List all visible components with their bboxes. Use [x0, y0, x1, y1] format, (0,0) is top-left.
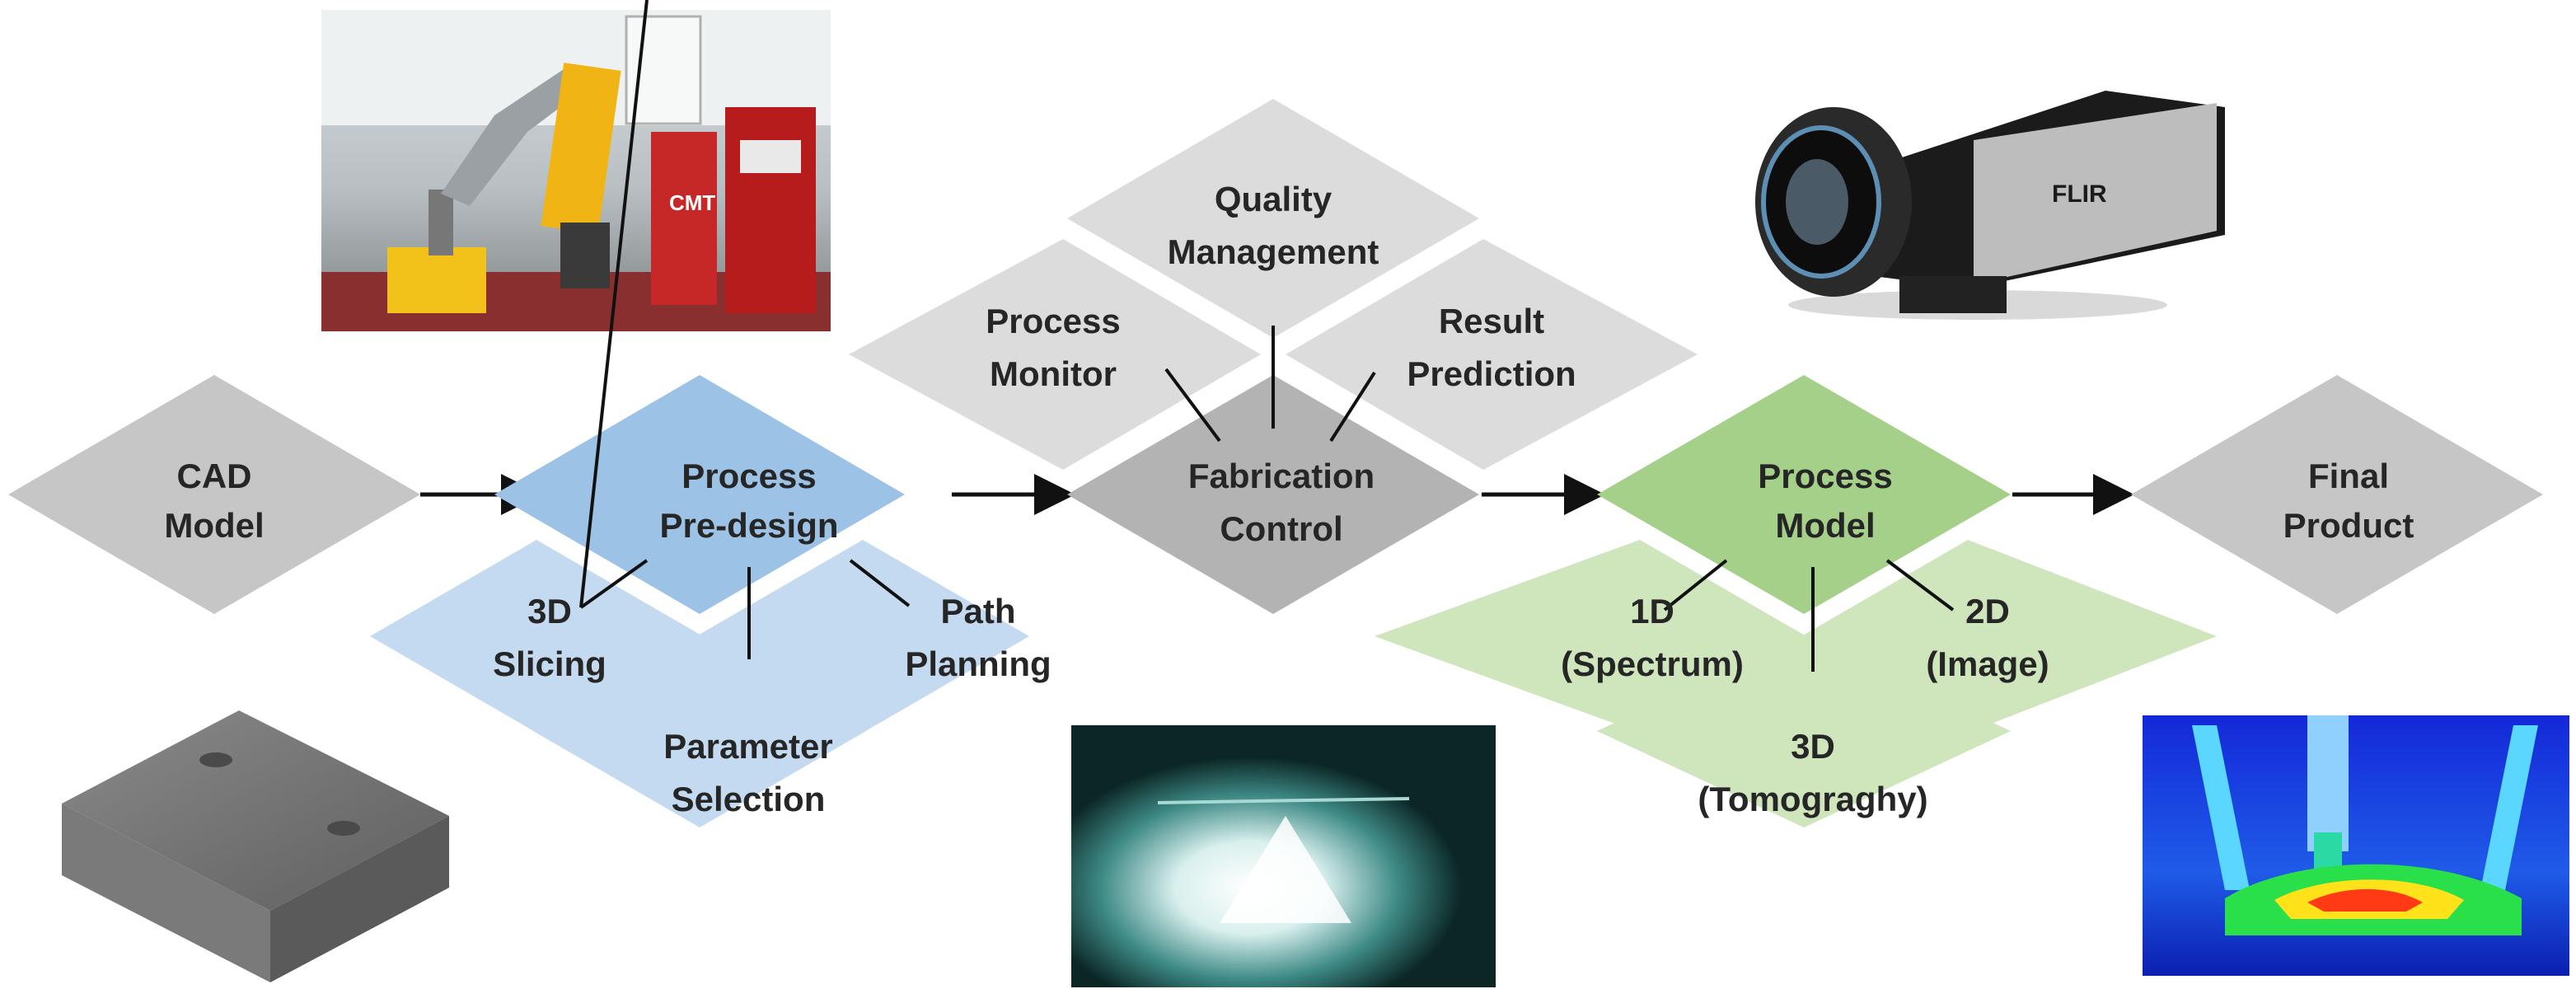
process-predesign-line1: Process [681, 457, 816, 495]
final-product-node: Final Product [2131, 375, 2543, 614]
d1-spectrum-line1: 1D [1630, 592, 1674, 630]
quality-management-line1: Quality [1215, 180, 1332, 218]
process-predesign-diamond [494, 375, 905, 614]
parameter-selection-line2: Selection [672, 780, 826, 818]
fabrication-control-group: Quality Management Process Monitor Resul… [849, 99, 1698, 614]
process-predesign-line2: Pre-design [659, 506, 838, 545]
thermal-camera-icon: FLIR [1755, 91, 2225, 320]
robot-cell-photo: CMT [321, 10, 831, 331]
process-predesign-group: Process Pre-design 3D Slicing Path Plann… [370, 0, 1051, 827]
fabrication-control-line2: Control [1220, 509, 1342, 548]
fabrication-control-line1: Fabrication [1188, 457, 1375, 495]
slicing-3d-line1: 3D [527, 592, 572, 630]
result-prediction-line1: Result [1439, 302, 1544, 340]
quality-management-diamond [1067, 99, 1479, 338]
d3-tomography-line1: 3D [1791, 727, 1835, 766]
cad-model-node: CAD Model [8, 375, 420, 614]
process-monitor-line1: Process [986, 302, 1120, 340]
cmt-label: CMT [669, 190, 715, 215]
cad-model-line2: Model [164, 506, 264, 545]
welding-arc-icon [1071, 725, 1496, 987]
process-monitor-diamond [849, 239, 1261, 470]
process-monitor-line2: Monitor [990, 354, 1117, 393]
process-model-diamond [1597, 375, 2011, 614]
parameter-selection-diamond [533, 635, 866, 827]
d2-image-line2: (Image) [1926, 644, 2049, 683]
flir-logo: FLIR [2052, 180, 2107, 208]
welding-power-source-icon: CMT [651, 107, 816, 313]
cad-model-line1: CAD [177, 457, 252, 495]
result-prediction-line2: Prediction [1407, 354, 1576, 393]
process-model-line2: Model [1775, 506, 1875, 545]
path-planning-line1: Path [940, 592, 1015, 630]
cad-block-icon [62, 710, 449, 982]
path-planning-line2: Planning [905, 644, 1051, 683]
result-prediction-diamond [1286, 239, 1698, 470]
quality-management-line2: Management [1168, 232, 1379, 271]
fabrication-control-diamond [1067, 375, 1479, 614]
process-model-line1: Process [1758, 457, 1892, 495]
final-product-line2: Product [2283, 506, 2414, 545]
d2-image-line1: 2D [1965, 592, 2010, 630]
process-model-group: Process Model 1D (Spectrum) 2D (Image) 3… [1375, 375, 2217, 827]
welding-robot-icon [387, 63, 621, 313]
final-product-line1: Final [2308, 457, 2389, 495]
d3-tomography-line2: (Tomograghy) [1698, 780, 1927, 818]
slicing-3d-line2: Slicing [493, 644, 607, 683]
parameter-selection-line1: Parameter [663, 727, 832, 766]
thermal-image-icon [2143, 715, 2569, 976]
d3-tomography-diamond [1597, 635, 2011, 827]
d1-spectrum-line2: (Spectrum) [1561, 644, 1744, 683]
